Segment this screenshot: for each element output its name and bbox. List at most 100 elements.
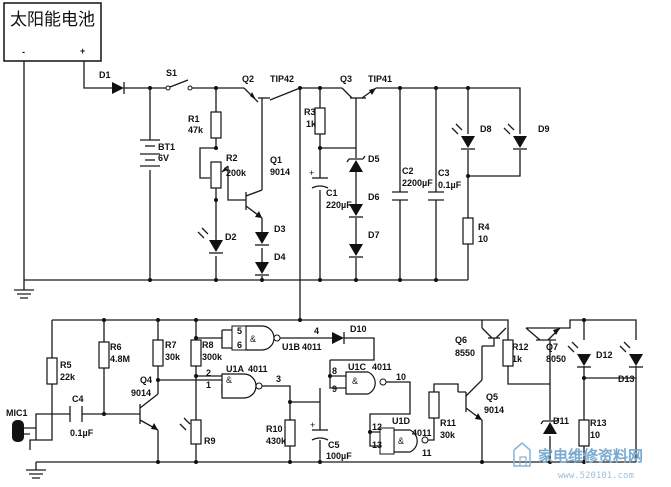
d12-label: D12 xyxy=(596,350,613,360)
ground-symbol-top xyxy=(14,280,34,299)
resistor-r5: R5 22k xyxy=(46,357,76,385)
capacitor-c3: C3 0.1µF xyxy=(428,168,462,201)
r1-label: R1 xyxy=(188,114,200,124)
r12-value: 1k xyxy=(512,354,523,364)
transistor-q7: Q7 8050 xyxy=(525,327,566,364)
pin-11: 11 xyxy=(422,448,432,458)
resistor-r13: R13 10 xyxy=(578,418,607,447)
microphone-mic1: MIC1 xyxy=(6,408,36,442)
r13-label: R13 xyxy=(590,418,607,428)
diode-d3: D3 xyxy=(255,224,286,246)
u1d-value: 4011 xyxy=(412,428,432,438)
switch-s1: S1 xyxy=(165,68,193,91)
c1-value: 220µF xyxy=(326,200,352,210)
gate-u1b: & 5 6 U1B 4011 4 xyxy=(231,325,322,352)
photoresistor-r9: R9 xyxy=(179,417,216,446)
r1-value: 47k xyxy=(188,125,204,135)
r4-label: R4 xyxy=(478,222,490,232)
capacitor-c4: C4 0.1µF xyxy=(69,394,94,438)
resistor-r12: R12 1k xyxy=(502,339,529,367)
svg-text:+: + xyxy=(309,168,314,178)
gate-u1c: & U1C 4011 8 9 10 xyxy=(332,362,406,395)
q1-value: 9014 xyxy=(270,167,290,177)
q7-label: Q7 xyxy=(546,342,558,352)
resistor-r6: R6 4.8M xyxy=(98,341,130,369)
svg-text:+: + xyxy=(310,420,315,430)
pin-3: 3 xyxy=(276,374,281,384)
d11-label: D11 xyxy=(553,416,569,426)
r9-label: R9 xyxy=(204,436,216,446)
pin-4: 4 xyxy=(314,326,319,336)
c2-value: 2200µF xyxy=(402,178,433,188)
transistor-q3: Q3 TIP41 xyxy=(340,74,392,104)
d13-label: D13 xyxy=(618,374,635,384)
d2-label: D2 xyxy=(225,232,237,242)
gate-u1d: & 12 13 U1D 4011 11 xyxy=(372,416,432,458)
panel-minus-label: - xyxy=(22,47,25,57)
pin-6: 6 xyxy=(237,340,242,350)
c2-label: C2 xyxy=(402,166,414,176)
q7-value: 8050 xyxy=(546,354,566,364)
solar-panel-title: 太阳能电池 xyxy=(10,10,95,30)
battery-bt1: BT1 6V xyxy=(140,139,175,167)
d3-label: D3 xyxy=(274,224,286,234)
watermark-url: www.520101.com xyxy=(558,471,634,481)
diode-d6: D6 xyxy=(349,192,380,218)
r13-value: 10 xyxy=(590,430,600,440)
bt1-label: BT1 xyxy=(158,142,175,152)
u1d-label: U1D xyxy=(392,416,411,426)
watermark-text: 家电维修资料网 xyxy=(538,447,643,465)
r3-label: R3 xyxy=(304,107,316,117)
bottom-wires xyxy=(29,319,637,463)
tip41-label: TIP41 xyxy=(368,74,392,84)
pin-9: 9 xyxy=(332,384,337,394)
r2-value: 200k xyxy=(226,168,247,178)
r4-value: 10 xyxy=(478,234,488,244)
q4-label: Q4 xyxy=(140,375,152,385)
pin-12: 12 xyxy=(372,422,382,432)
solar-panel: 太阳能电池 - + xyxy=(3,2,102,62)
diode-d4: D4 xyxy=(255,252,286,276)
led-d12: D12 xyxy=(567,341,613,368)
transistor-q1: Q1 9014 xyxy=(245,155,290,219)
panel-plus-label: + xyxy=(80,46,85,56)
diode-d1: D1 xyxy=(99,70,125,94)
zener-d11: D11 xyxy=(540,416,569,434)
r10-value: 430k xyxy=(266,436,287,446)
led-d2: D2 xyxy=(197,227,237,254)
tip42-label: TIP42 xyxy=(270,74,294,84)
resistor-r4: R4 10 xyxy=(462,217,490,245)
resistor-r1: R1 47k xyxy=(188,111,222,139)
zener-d5: D5 xyxy=(346,154,380,172)
u1b-label: U1B xyxy=(282,342,301,352)
led-d8: D8 xyxy=(451,123,492,150)
c3-value: 0.1µF xyxy=(438,180,462,190)
transistor-q5: Q5 9014 xyxy=(458,379,504,421)
u1b-value: 4011 xyxy=(302,342,322,352)
r11-label: R11 xyxy=(440,418,456,428)
bt1-value: 6V xyxy=(158,153,169,163)
pin-10: 10 xyxy=(396,372,406,382)
r6-label: R6 xyxy=(110,342,122,352)
d6-label: D6 xyxy=(368,192,380,202)
potentiometer-r2: R2 200k xyxy=(210,153,247,189)
r7-value: 30k xyxy=(165,352,181,362)
c3-label: C3 xyxy=(438,168,450,178)
r8-value: 300k xyxy=(202,352,223,362)
q6-value: 8550 xyxy=(455,348,475,358)
resistor-r11: R11 30k xyxy=(428,391,456,440)
transistor-q4: Q4 9014 xyxy=(131,375,159,431)
pin-8: 8 xyxy=(332,366,337,376)
pin-2: 2 xyxy=(206,368,211,378)
c4-label: C4 xyxy=(72,394,84,404)
svg-text:&: & xyxy=(398,436,404,446)
u1a-label: U1A xyxy=(226,364,245,374)
q3-label: Q3 xyxy=(340,74,352,84)
u1c-label: U1C xyxy=(348,362,367,372)
transistor-q6: Q6 8550 xyxy=(455,327,507,358)
svg-text:&: & xyxy=(352,376,358,386)
r2-label: R2 xyxy=(226,153,238,163)
r8-label: R8 xyxy=(202,340,214,350)
pin-13: 13 xyxy=(372,440,382,450)
